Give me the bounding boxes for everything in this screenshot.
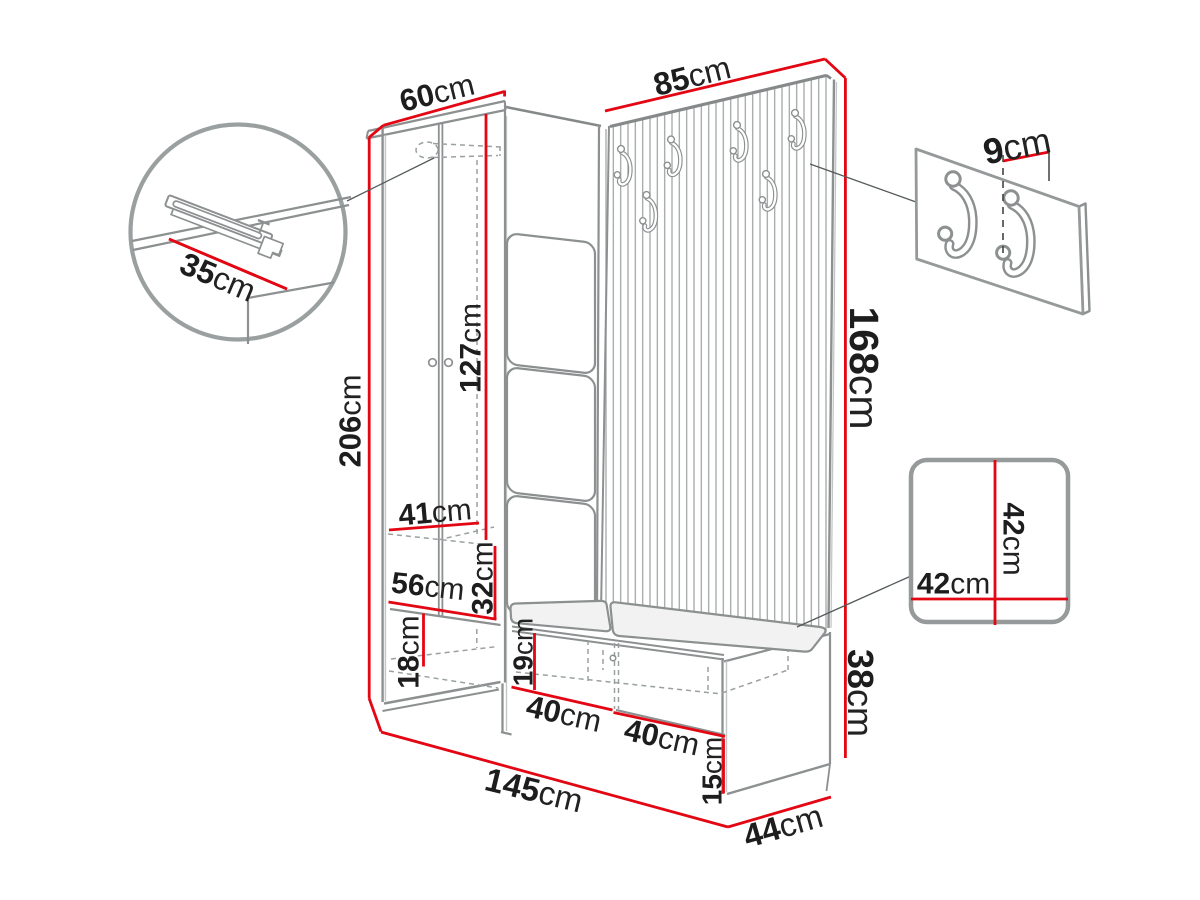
svg-text:15cm: 15cm [697, 737, 728, 805]
svg-text:40cm: 40cm [621, 712, 703, 763]
svg-text:127cm: 127cm [454, 303, 487, 393]
svg-text:38cm: 38cm [840, 649, 881, 737]
svg-text:19cm: 19cm [508, 618, 539, 686]
svg-text:41cm: 41cm [397, 493, 473, 532]
svg-text:42cm: 42cm [997, 502, 1030, 575]
svg-text:32cm: 32cm [466, 541, 499, 614]
svg-text:206cm: 206cm [333, 374, 368, 467]
svg-text:42cm: 42cm [917, 567, 990, 600]
svg-text:60cm: 60cm [396, 67, 478, 119]
svg-text:56cm: 56cm [390, 567, 466, 607]
svg-text:40cm: 40cm [523, 688, 605, 739]
svg-text:9cm: 9cm [980, 119, 1055, 172]
svg-text:168cm: 168cm [841, 306, 887, 429]
svg-text:85cm: 85cm [650, 49, 735, 103]
svg-text:18cm: 18cm [392, 615, 425, 688]
